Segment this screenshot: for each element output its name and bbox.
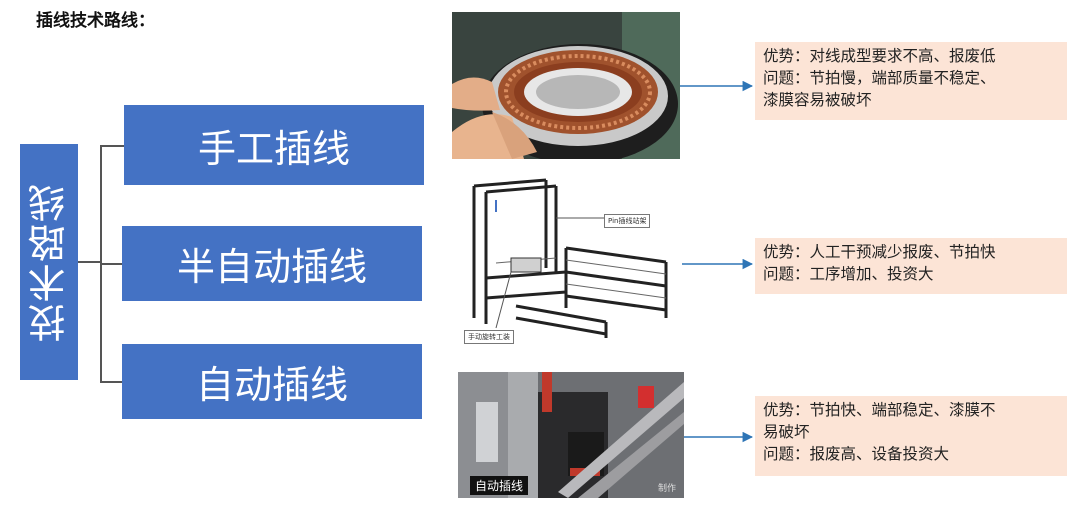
note-auto-line-1: 优势：节拍快、端部稳定、漆膜不 (763, 401, 996, 419)
branch-connector-2 (100, 263, 122, 265)
note-semi-auto: 优势：人工干预减少报废、节拍快 问题：工序增加、投资大 (755, 238, 1067, 294)
manual-winding-image (452, 12, 680, 159)
root-connector (78, 261, 100, 263)
branch-manual-label: 手工插线 (197, 126, 350, 171)
branch-connector-1 (100, 145, 124, 147)
note-manual-line-1: 优势：对线成型要求不高、报废低 (763, 47, 996, 65)
page-title: 插线技术路线： (36, 11, 155, 31)
note-semi-auto-line-1: 优势：人工干预减少报废、节拍快 (763, 243, 996, 261)
auto-machine-image: 自动插线 制作 (458, 372, 684, 498)
note-auto-line-2: 易破坏 (763, 423, 810, 441)
branch-semi-auto-label: 半自动插线 (176, 245, 367, 289)
branch-auto-label: 自动插线 (195, 363, 348, 407)
machine-drawing-icon (456, 178, 682, 354)
auto-image-caption: 自动插线 (470, 476, 529, 495)
root-node: 技术路线 (20, 144, 78, 380)
machine-callout-top: Pin插线站架 (604, 214, 651, 228)
branch-semi-auto: 半自动插线 (122, 226, 422, 301)
note-auto-line-3: 问题：报废高、设备投资大 (763, 445, 950, 463)
auto-image-watermark: 制作 (657, 484, 676, 494)
note-manual-line-2: 问题：节拍慢，端部质量不稳定、 (763, 69, 996, 87)
note-semi-auto-line-2: 问题：工序增加、投资大 (763, 265, 934, 283)
note-auto: 优势：节拍快、端部稳定、漆膜不 易破坏 问题：报废高、设备投资大 (755, 396, 1067, 476)
machine-callout-bottom: 手动旋转工装 (464, 330, 514, 344)
branch-manual: 手工插线 (124, 105, 424, 185)
stator-winding-photo-icon (452, 12, 680, 159)
semi-auto-machine-image: Pin插线站架 手动旋转工装 (456, 178, 682, 354)
branch-connector-3 (100, 381, 122, 383)
note-manual: 优势：对线成型要求不高、报废低 问题：节拍慢，端部质量不稳定、 漆膜容易被破坏 (755, 42, 1067, 120)
branch-auto: 自动插线 (122, 344, 422, 419)
note-manual-line-3: 漆膜容易被破坏 (763, 91, 872, 109)
